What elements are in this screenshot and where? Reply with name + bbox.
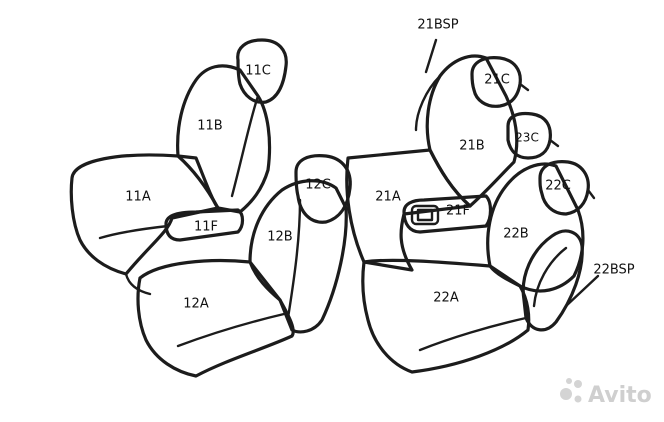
avito-watermark: Avito bbox=[560, 378, 652, 408]
part-21bsp-side bbox=[414, 74, 442, 132]
watermark-text: Avito bbox=[588, 383, 652, 408]
label-12c: 12C bbox=[305, 178, 331, 193]
label-23c: 23C bbox=[515, 131, 539, 145]
label-11a: 11A bbox=[125, 190, 151, 205]
front-right-seat bbox=[136, 154, 352, 378]
avito-dots-icon bbox=[560, 378, 582, 403]
label-21a: 21A bbox=[375, 190, 401, 205]
label-21c: 21C bbox=[484, 73, 510, 88]
label-22a: 22A bbox=[433, 291, 459, 306]
rear-bench bbox=[345, 38, 600, 374]
part-21c-headrest bbox=[470, 56, 522, 108]
label-22bsp: 22BSP bbox=[593, 263, 634, 278]
part-21b-back bbox=[425, 54, 519, 208]
part-12a-cushion bbox=[136, 258, 295, 378]
part-22c-headrest bbox=[538, 160, 590, 216]
label-11c: 11C bbox=[245, 64, 271, 79]
part-11a-cushion bbox=[69, 153, 220, 276]
part-22a-cushion bbox=[361, 258, 531, 374]
part-11b-back bbox=[176, 64, 272, 214]
part-12c-headrest bbox=[294, 154, 352, 224]
label-21f: 21F bbox=[446, 204, 470, 219]
part-11c-headrest bbox=[236, 38, 288, 104]
front-left-seat bbox=[69, 38, 288, 296]
part-22b-back bbox=[486, 162, 585, 293]
label-21b: 21B bbox=[459, 139, 484, 154]
part-11f-armrest bbox=[164, 208, 245, 242]
label-22b: 22B bbox=[503, 227, 528, 242]
label-22c: 22C bbox=[545, 179, 571, 194]
label-21bsp: 21BSP bbox=[417, 18, 458, 33]
part-12b-back bbox=[248, 179, 348, 334]
label-11f: 11F bbox=[194, 220, 218, 235]
label-12b: 12B bbox=[267, 230, 292, 245]
label-11b: 11B bbox=[197, 119, 222, 134]
armrest-cupholder bbox=[410, 204, 440, 226]
part-22bsp-side bbox=[521, 229, 584, 332]
part-21f-armrest bbox=[402, 194, 493, 234]
label-12a: 12A bbox=[183, 297, 209, 312]
